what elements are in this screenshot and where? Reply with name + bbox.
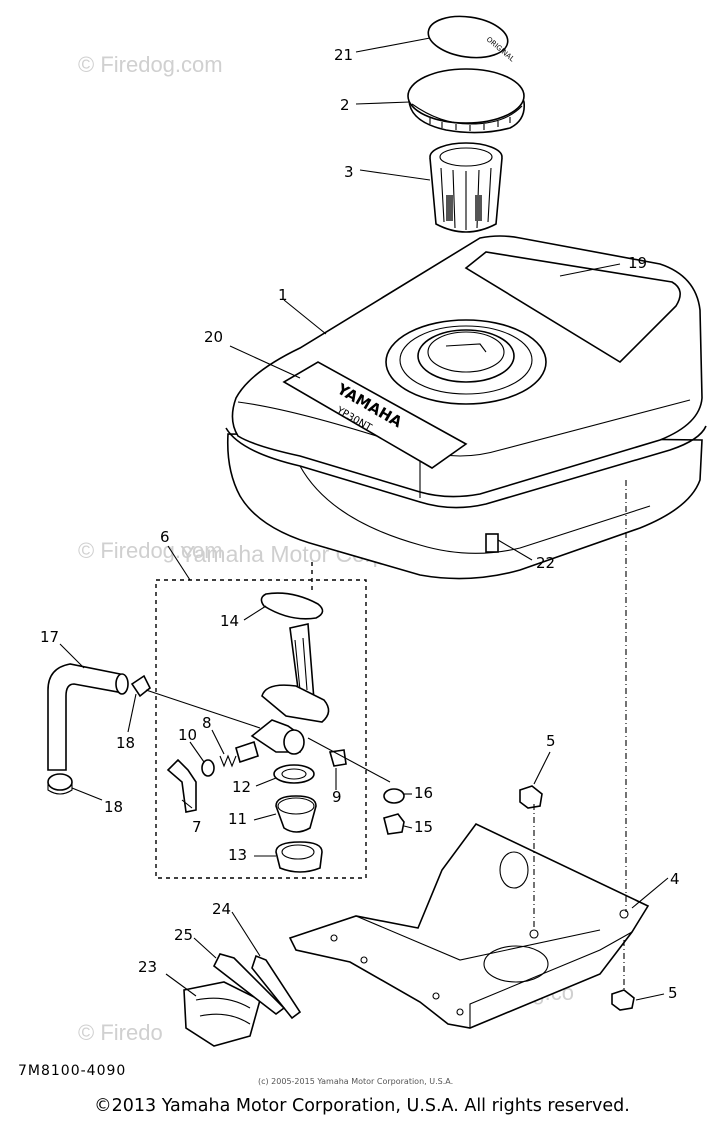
callout-5-upper: 5 — [546, 732, 556, 750]
callout-25: 25 — [174, 926, 193, 944]
callout-23: 23 — [138, 958, 157, 976]
watermark-top: © Firedog.com — [78, 52, 223, 77]
callout-20: 20 — [204, 328, 223, 346]
callout-3: 3 — [344, 163, 354, 181]
callout-6: 6 — [160, 528, 170, 546]
part-10-o-ring — [201, 759, 215, 777]
part-23-tool-bag — [183, 981, 261, 1047]
part-22-clip — [485, 533, 499, 553]
part-17-fuel-hose — [47, 663, 129, 771]
part-18-clamp-upper — [130, 674, 152, 698]
callout-19: 19 — [628, 254, 647, 272]
callout-13: 13 — [228, 846, 247, 864]
part-2-fuel-cap — [407, 68, 526, 134]
part-9-screw — [328, 749, 347, 767]
callout-22: 22 — [536, 554, 555, 572]
callout-15: 15 — [414, 818, 433, 836]
part-14-gasket — [260, 592, 324, 620]
callout-10: 10 — [178, 726, 197, 744]
part-1-fuel-tank: YAMAHA YP30NT — [225, 235, 707, 580]
part-5-nut-upper — [519, 785, 543, 809]
callout-1: 1 — [278, 286, 288, 304]
callout-4: 4 — [670, 870, 680, 888]
callout-18-upper: 18 — [116, 734, 135, 752]
part-13-bowl-nut — [275, 841, 323, 873]
callout-18-lower: 18 — [104, 798, 123, 816]
callout-7: 7 — [192, 818, 202, 836]
callout-14: 14 — [220, 612, 239, 630]
callout-8: 8 — [202, 714, 212, 732]
part-6-fuel-cock-assembly — [155, 545, 367, 879]
callout-12: 12 — [232, 778, 251, 796]
callout-labels: 21 2 3 19 1 20 22 6 14 17 18 18 10 8 7 1… — [40, 46, 680, 1002]
watermark-middle: © Firedog.com — [78, 538, 223, 563]
callout-11: 11 — [228, 810, 247, 828]
part-18-clamp-lower — [47, 773, 73, 791]
callout-17: 17 — [40, 628, 59, 646]
callout-21: 21 — [334, 46, 353, 64]
callout-5-lower: 5 — [668, 984, 678, 1002]
callout-2: 2 — [340, 96, 350, 114]
part-21-cap-label: ORIGINAL — [427, 15, 516, 63]
leader-lines — [59, 37, 669, 1001]
watermark-bottom-left: © Firedo — [78, 1020, 163, 1045]
callout-24: 24 — [212, 900, 231, 918]
part-24-wrench — [251, 954, 302, 1020]
callout-16: 16 — [414, 784, 433, 802]
part-5-nut-lower — [611, 989, 635, 1011]
small-copyright: (c) 2005-2015 Yamaha Motor Corporation, … — [258, 1077, 454, 1086]
part-25-wrench — [212, 953, 286, 1016]
part-4-tank-bracket — [288, 822, 650, 1029]
footer-copyright: ©2013 Yamaha Motor Corporation, U.S.A. A… — [94, 1096, 630, 1116]
part-12-gasket — [273, 764, 315, 784]
part-7-lever — [166, 758, 197, 813]
callout-9: 9 — [332, 788, 342, 806]
part-15-bolt — [383, 813, 405, 835]
part-16-washer — [383, 788, 405, 804]
part-3-fuel-strainer — [429, 142, 503, 233]
diagram-code: 7M8100-4090 — [18, 1063, 127, 1079]
part-8-spring — [219, 754, 237, 768]
